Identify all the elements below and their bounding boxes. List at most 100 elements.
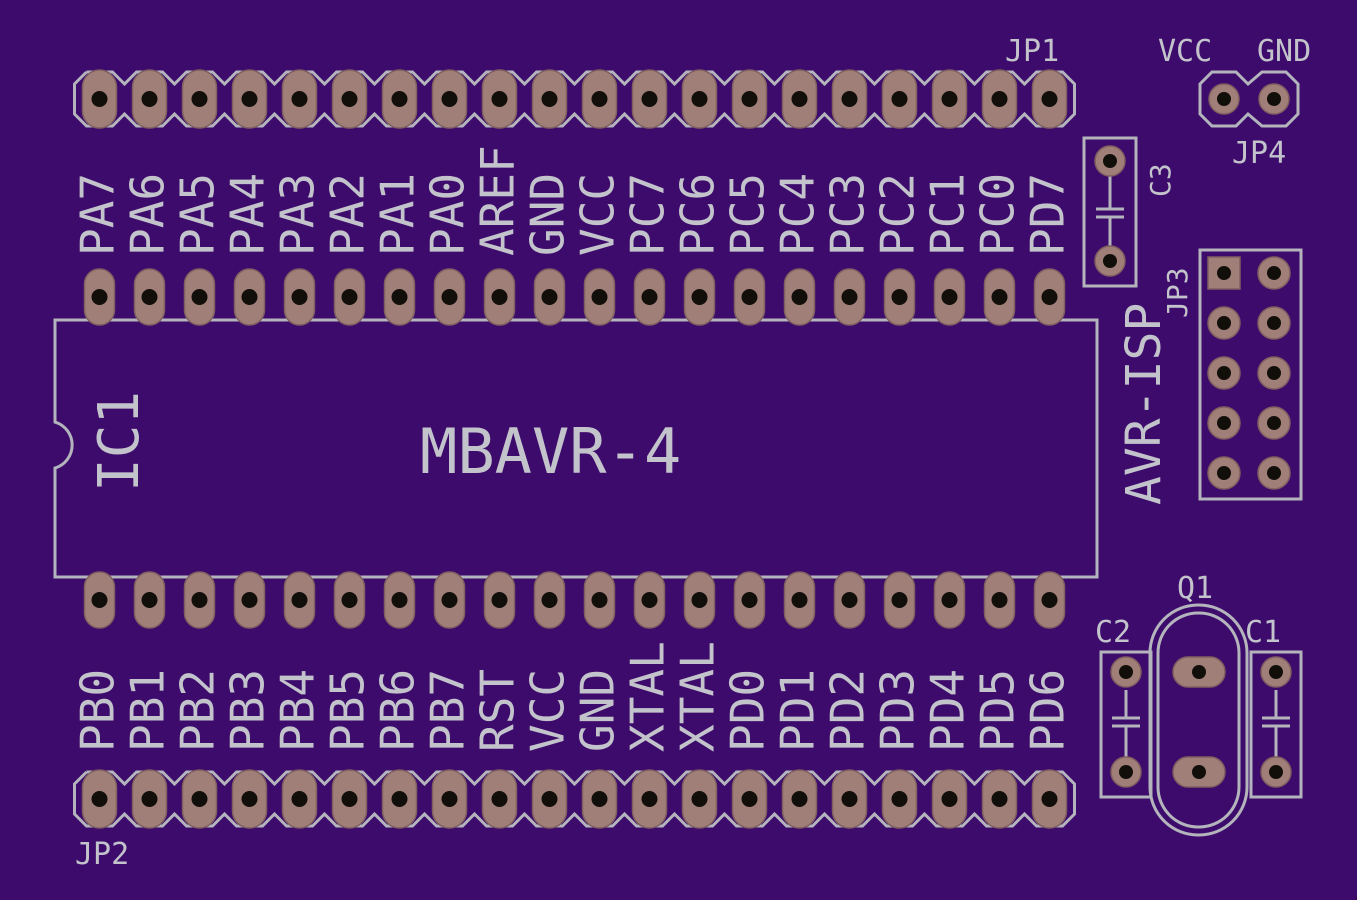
ic1-bottom-pin-label: PB1 <box>121 669 175 752</box>
jp3-pad <box>1207 356 1241 390</box>
jp2-pad <box>781 769 818 829</box>
ic1-top-pin-label: PC6 <box>671 173 725 256</box>
ic1-top-pin-label: PC0 <box>971 173 1025 256</box>
ic1-pad <box>883 268 916 326</box>
jp4-label-vcc: VCC <box>1158 34 1212 69</box>
ic1-top-pin-label: PC5 <box>721 173 775 256</box>
ic1-pad <box>233 268 266 326</box>
ic1-bottom-pin-label: PD1 <box>771 669 825 752</box>
ic1-top-pin-label: VCC <box>571 173 625 256</box>
ic1-top-pin-label: PA4 <box>221 173 275 256</box>
ic1-pad <box>633 268 666 326</box>
ic1-pad <box>583 268 616 326</box>
ic1-pad <box>783 571 816 629</box>
jp1-pad <box>531 69 568 129</box>
jp2-pad <box>281 769 318 829</box>
ic1-pad <box>933 571 966 629</box>
jp3-pad <box>1207 306 1241 340</box>
jp3-pads <box>1207 256 1291 490</box>
jp2-pads <box>81 769 1068 829</box>
jp2-pad <box>1031 769 1068 829</box>
jp1-pad <box>931 69 968 129</box>
jp1-pad <box>481 69 518 129</box>
jp1-pad <box>881 69 918 129</box>
ic1-pad <box>383 268 416 326</box>
ic1-bottom-pin-label: VCC <box>521 669 575 752</box>
ic1-pad <box>833 571 866 629</box>
jp1-designator: JP1 <box>1005 34 1059 69</box>
jp2-pad <box>631 769 668 829</box>
misc-pads <box>1094 83 1292 788</box>
jp2-designator: JP2 <box>75 837 129 872</box>
ic1-bottom-pin-label: PD3 <box>871 669 925 752</box>
ic1-pad <box>483 571 516 629</box>
ic1-pad <box>733 571 766 629</box>
ic1-pad <box>433 268 466 326</box>
q1-designator: Q1 <box>1177 571 1213 606</box>
jp3-pad <box>1257 306 1291 340</box>
jp2-pad <box>681 769 718 829</box>
ic1-bottom-pin-label: PD6 <box>1021 669 1075 752</box>
jp4-pad <box>1258 83 1290 115</box>
ic1-bottom-pin-label: PB5 <box>321 669 375 752</box>
jp2-pad <box>81 769 118 829</box>
jp1-pad <box>681 69 718 129</box>
c2-pad <box>1110 656 1142 688</box>
ic1-bottom-pin-label: PB7 <box>421 669 475 752</box>
jp3-pad <box>1207 456 1241 490</box>
ic1-top-pin-label: AREF <box>471 145 525 256</box>
c3-pad <box>1094 245 1126 277</box>
jp1-pad <box>581 69 618 129</box>
jp3-pad <box>1207 256 1241 290</box>
c1-pad <box>1260 656 1292 688</box>
ic1-top-pin-label: PC3 <box>821 173 875 256</box>
c3-symbol <box>1096 175 1124 248</box>
jp2-pad <box>181 769 218 829</box>
jp1-pad <box>731 69 768 129</box>
ic1-pad <box>983 571 1016 629</box>
ic1-bottom-pin-label: GND <box>571 669 625 752</box>
jp1-outline <box>73 70 1076 128</box>
jp2-pad <box>931 769 968 829</box>
ic1-pad <box>333 571 366 629</box>
ic1-pad <box>833 268 866 326</box>
jp3-pad <box>1207 406 1241 440</box>
jp2-pad <box>531 769 568 829</box>
q1-pad <box>1172 656 1226 688</box>
jp1-pad <box>831 69 868 129</box>
c2-designator: C2 <box>1095 615 1131 650</box>
jp1-pad <box>981 69 1018 129</box>
ic1-value: MBAVR-4 <box>420 415 681 488</box>
jp1-pad <box>181 69 218 129</box>
c1-symbol <box>1262 690 1290 758</box>
ic1-top-pin-label: PC7 <box>621 173 675 256</box>
jp3-value: AVR-ISP <box>1116 303 1172 505</box>
jp2-pad <box>581 769 618 829</box>
ic1-bottom-pin-label: PB0 <box>71 669 125 752</box>
jp4-designator: JP4 <box>1232 136 1286 171</box>
jp2-pad <box>831 769 868 829</box>
jp1-pad <box>281 69 318 129</box>
ic1-top-pin-label: PD7 <box>1021 173 1075 256</box>
ic1-bottom-pin-label: XTAL <box>671 641 725 752</box>
jp2-pad <box>431 769 468 829</box>
ic1-pad <box>683 571 716 629</box>
ic1-pad <box>733 268 766 326</box>
jp1-pad <box>131 69 168 129</box>
q1-outline-inner <box>1156 611 1241 829</box>
jp3-pad <box>1257 456 1291 490</box>
jp2-pad <box>231 769 268 829</box>
ic1-pad <box>633 571 666 629</box>
ic1-top-pin-label: PC4 <box>771 173 825 256</box>
ic1-pad <box>1033 268 1066 326</box>
ic1-pad <box>783 268 816 326</box>
jp2-pad <box>981 769 1018 829</box>
ic1-bottom-pads <box>83 571 1066 629</box>
ic1-designator: IC1 <box>87 391 152 492</box>
jp4-pad <box>1208 83 1240 115</box>
ic1-pad <box>133 571 166 629</box>
jp3-outline <box>1198 248 1303 501</box>
c3-designator: C3 <box>1144 163 1177 197</box>
